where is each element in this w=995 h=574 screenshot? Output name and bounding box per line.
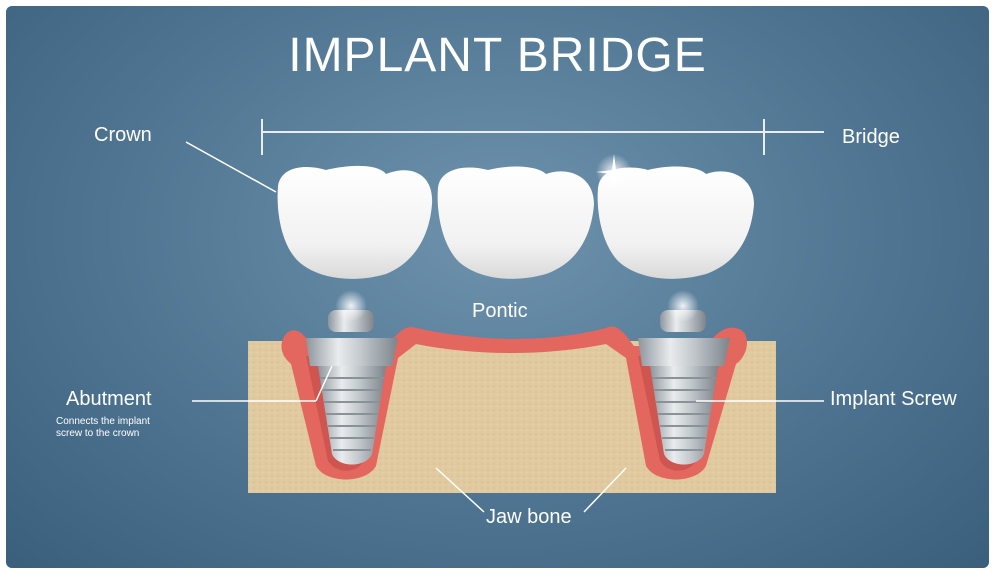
jaw-bone-label: Jaw bone	[486, 506, 572, 529]
bridge-label: Bridge	[842, 126, 900, 149]
abutment-label: Abutment	[66, 388, 152, 411]
implant-bridge-illustration	[6, 6, 989, 568]
sparkle-icon	[596, 154, 632, 190]
crown-pontic	[438, 167, 594, 279]
implant-screw-label: Implant Screw	[830, 388, 957, 411]
bridge-span-line	[262, 119, 824, 155]
crown-left	[278, 166, 433, 279]
page-title: IMPLANT BRIDGE	[6, 28, 989, 83]
crown-label: Crown	[94, 124, 152, 147]
abutment-description: Connects the implant screw to the crown	[56, 416, 216, 440]
diagram-frame: IMPLANT BRIDGE Crown Bridge Pontic Abutm…	[6, 6, 989, 568]
pontic-label: Pontic	[472, 300, 528, 323]
